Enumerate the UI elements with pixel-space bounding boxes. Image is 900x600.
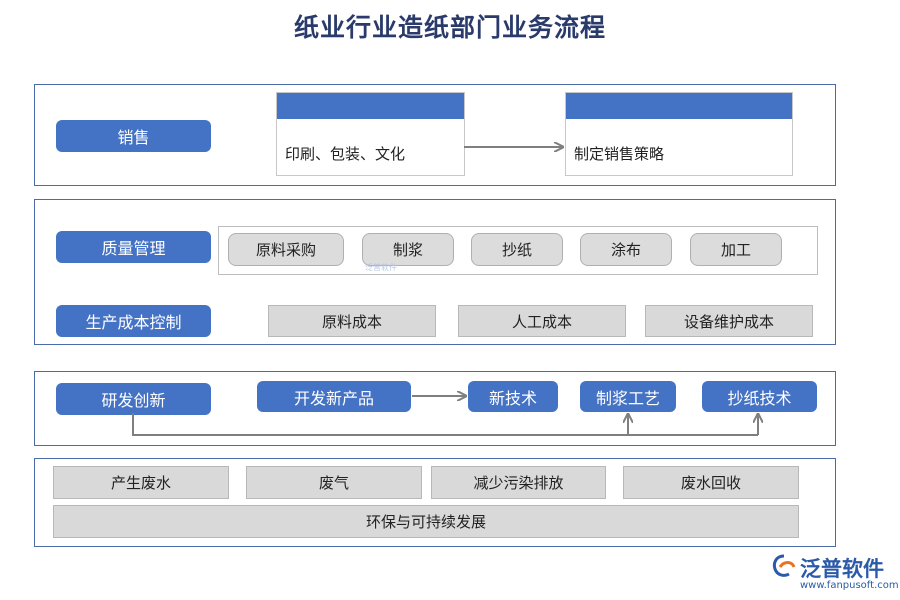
rd-item: 制浆工艺: [580, 381, 676, 412]
quality-step: 抄纸: [471, 233, 563, 266]
quality-step: 加工: [690, 233, 782, 266]
quality-cost-section: 质量管理 原料采购 制浆 抄纸 涂布 加工 生产成本控制 原料成本 人工成本 设…: [34, 199, 836, 345]
cost-item: 人工成本: [458, 305, 626, 337]
quality-label: 质量管理: [56, 231, 211, 263]
env-bottom-box: 环保与可持续发展: [53, 505, 799, 538]
sales-market-text: 印刷、包装、文化: [285, 145, 406, 163]
brand-logo: 泛普软件 www.fanpusoft.com: [770, 553, 899, 597]
cost-item: 设备维护成本: [645, 305, 813, 337]
quality-step: 制浆: [362, 233, 454, 266]
rd-label: 研发创新: [56, 383, 211, 415]
rd-item: 抄纸技术: [702, 381, 817, 412]
sales-strategy-card: 制定销售策略: [565, 92, 793, 176]
quality-step: 原料采购: [228, 233, 344, 266]
brand-name: 泛普软件: [800, 557, 884, 581]
sales-market-card-header: [277, 93, 464, 119]
diagram-title: 纸业行业造纸部门业务流程: [293, 13, 606, 42]
brand-url: www.fanpusoft.com: [800, 580, 899, 591]
env-item: 废气: [246, 466, 422, 499]
sales-strategy-text: 制定销售策略: [574, 145, 665, 163]
quality-step: 涂布: [580, 233, 672, 266]
sales-label: 销售: [56, 120, 211, 152]
env-section: 产生废水 废气 减少污染排放 废水回收 环保与可持续发展: [34, 458, 836, 547]
sales-section: 销售 印刷、包装、文化 制定销售策略: [34, 84, 836, 186]
env-item: 废水回收: [623, 466, 799, 499]
cost-item: 原料成本: [268, 305, 436, 337]
env-item: 产生废水: [53, 466, 229, 499]
rd-item: 新技术: [468, 381, 558, 412]
new-product-box: 开发新产品: [257, 381, 411, 412]
sales-strategy-card-header: [566, 93, 792, 119]
sales-market-card: 印刷、包装、文化: [276, 92, 465, 176]
logo-swirl-icon: [772, 554, 796, 577]
cost-label: 生产成本控制: [56, 305, 211, 337]
watermark-text: 泛普软件: [365, 263, 397, 272]
env-item: 减少污染排放: [431, 466, 606, 499]
rd-section: 研发创新 开发新产品 新技术 制浆工艺 抄纸技术: [34, 371, 836, 446]
